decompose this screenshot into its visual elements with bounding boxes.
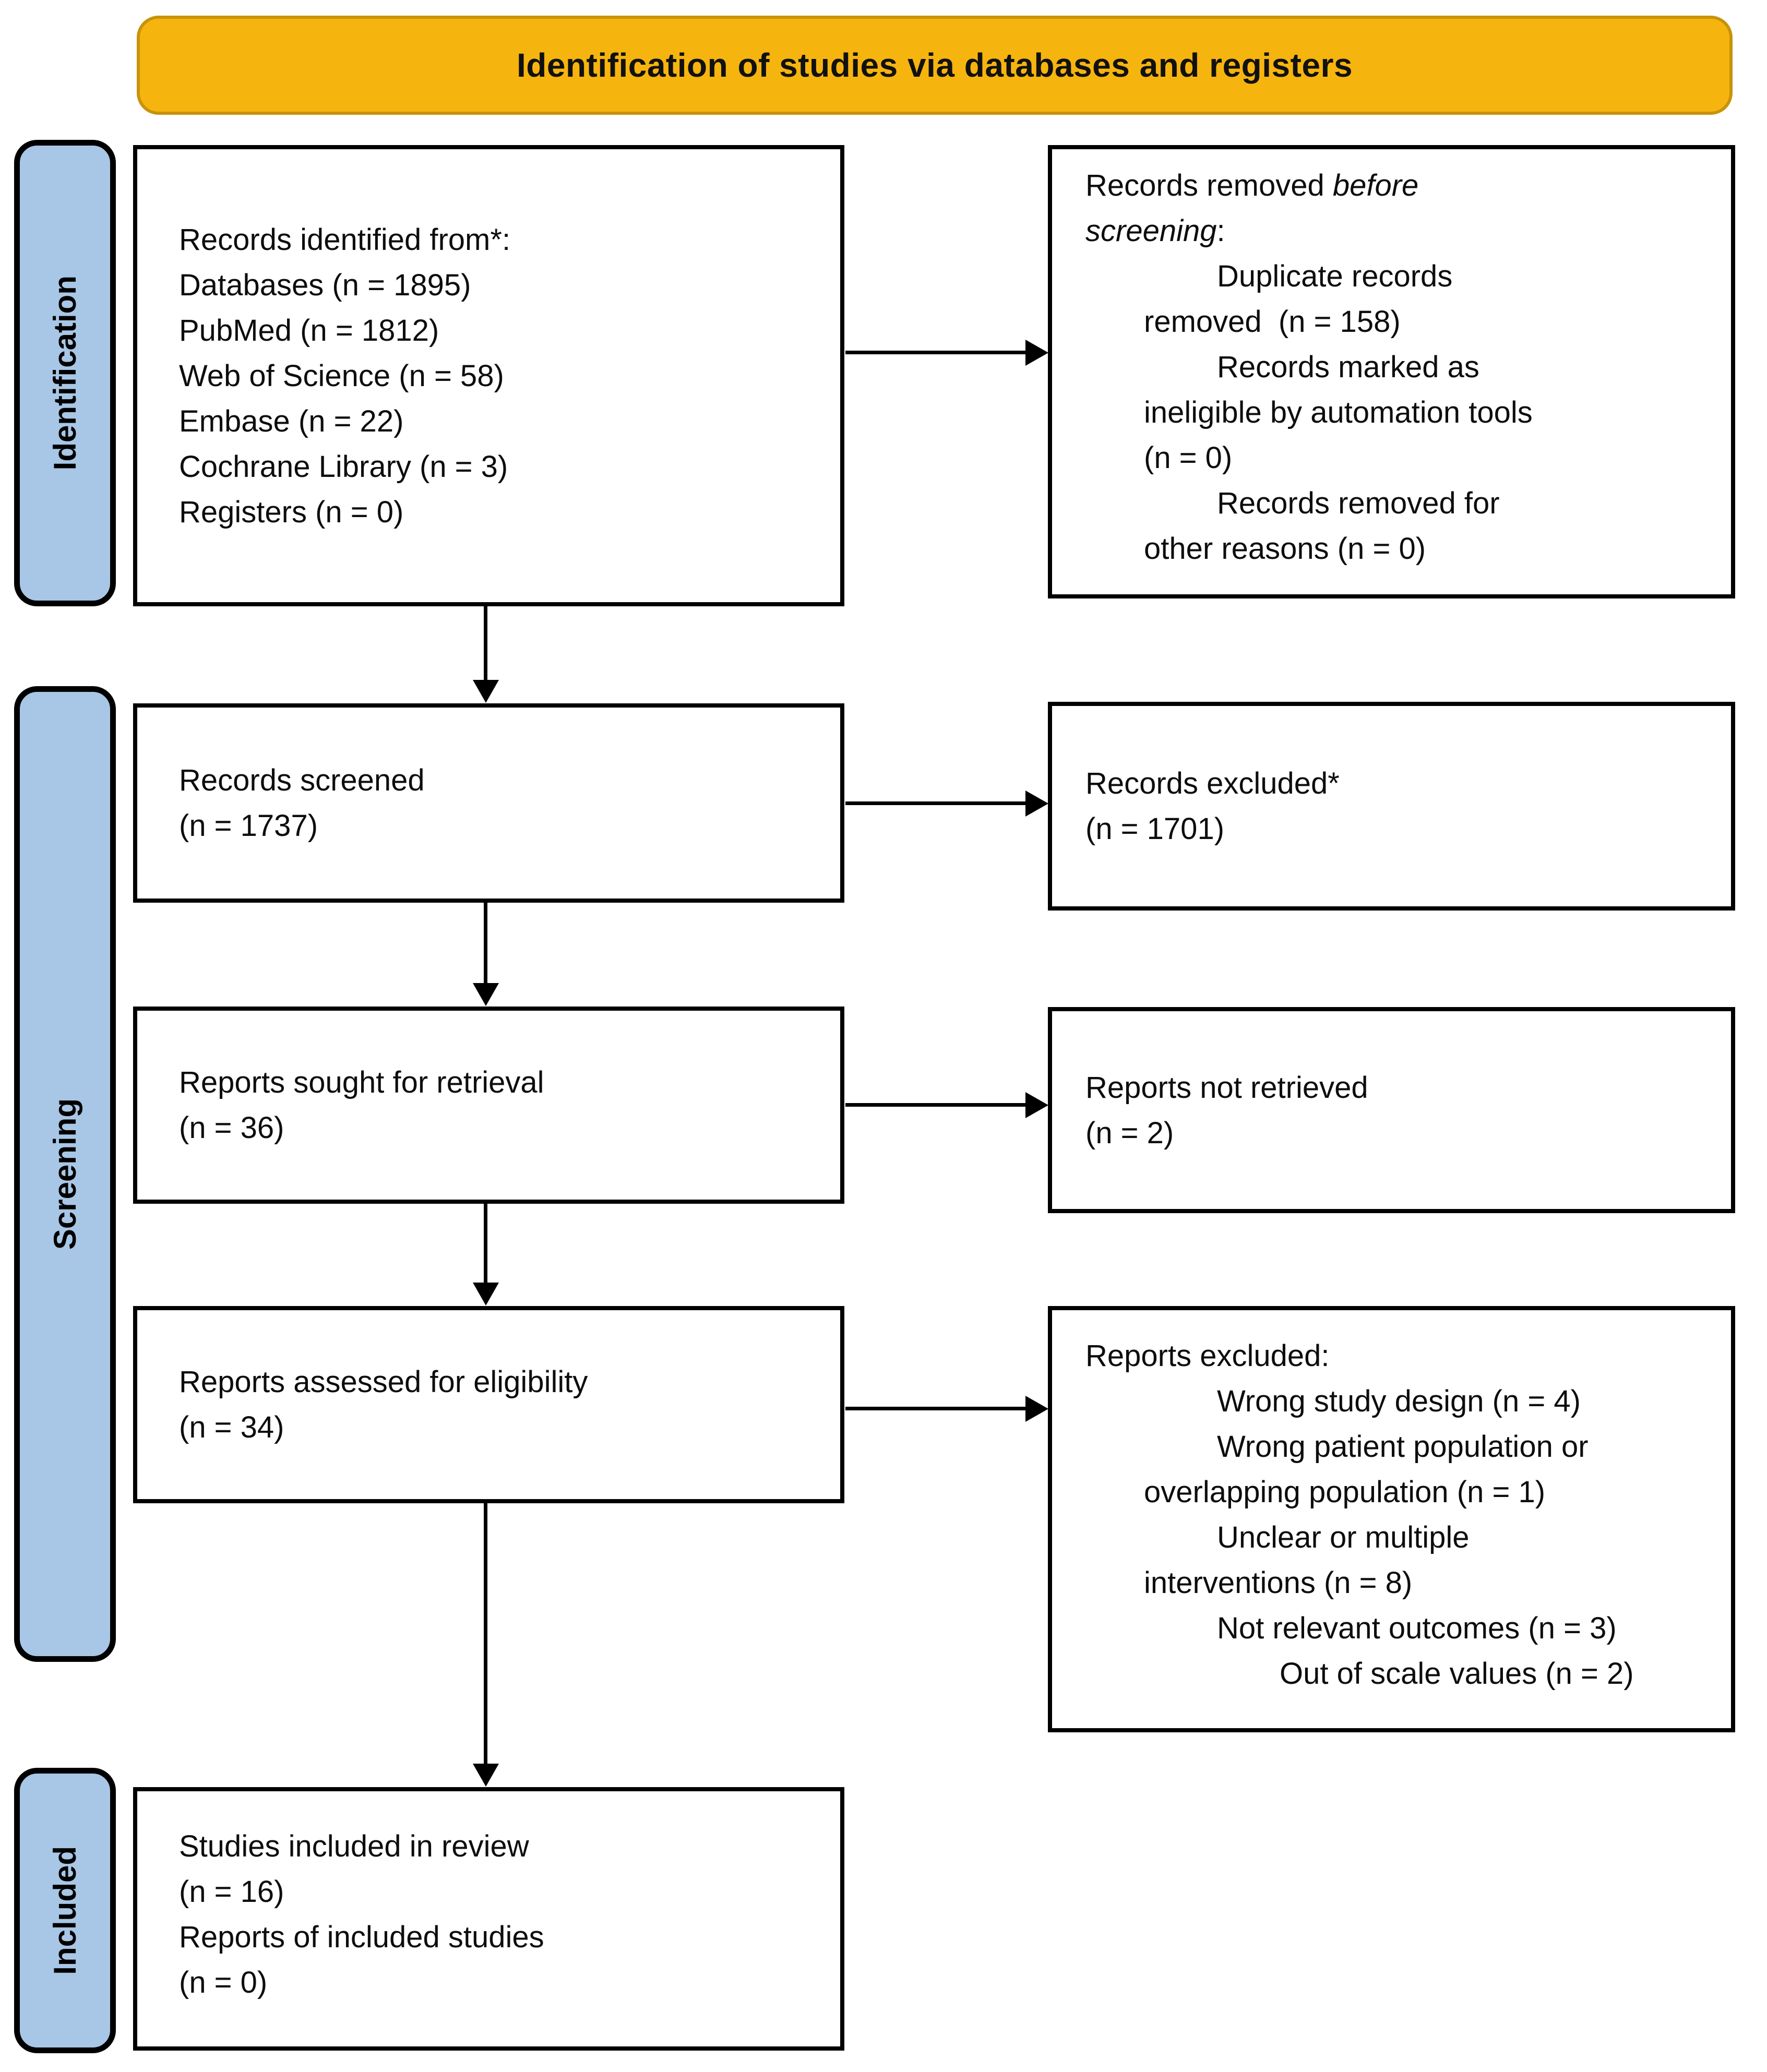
records-excluded-line: Records excluded* bbox=[1085, 766, 1340, 800]
records-screened-line: Records screened bbox=[179, 763, 425, 797]
studies-included-line: (n = 16) bbox=[179, 1875, 284, 1909]
records-identified-line: Databases (n = 1895) bbox=[179, 268, 471, 302]
records-removed-title-suffix: : bbox=[1216, 214, 1225, 248]
reports-sought-line: Reports sought for retrieval bbox=[179, 1065, 544, 1099]
reports-excluded-title: Reports excluded: bbox=[1085, 1339, 1330, 1373]
studies-included-line: Studies included in review bbox=[179, 1829, 529, 1863]
records-removed-title-italic: before bbox=[1332, 169, 1419, 202]
stage-screening: Screening bbox=[14, 686, 116, 1662]
records-removed-item: Records marked as ineligible by automati… bbox=[1144, 350, 1533, 475]
records-identified-line: Embase (n = 22) bbox=[179, 404, 404, 438]
arrow-sought-to-not-retrieved-icon bbox=[845, 1103, 1026, 1107]
arrow-identified-to-removed-icon bbox=[845, 351, 1026, 354]
stage-identification-label: Identification bbox=[47, 276, 82, 471]
header-title: Identification of studies via databases … bbox=[516, 46, 1353, 84]
records-identified-line: Registers (n = 0) bbox=[179, 495, 404, 529]
reports-assessed-line: (n = 34) bbox=[179, 1410, 284, 1444]
box-reports-not-retrieved: Reports not retrieved (n = 2) bbox=[1048, 1007, 1735, 1213]
arrow-screened-to-sought-icon bbox=[484, 903, 487, 984]
reports-assessed-line: Reports assessed for eligibility bbox=[179, 1365, 588, 1399]
box-studies-included: Studies included in review (n = 16) Repo… bbox=[133, 1787, 844, 2051]
box-records-removed-before-screening: Records removed before screening: Duplica… bbox=[1048, 145, 1735, 598]
box-reports-sought: Reports sought for retrieval (n = 36) bbox=[133, 1007, 844, 1204]
box-records-identified: Records identified from*: Databases (n =… bbox=[133, 145, 844, 606]
box-records-screened: Records screened (n = 1737) bbox=[133, 703, 844, 903]
reports-excluded-item: Unclear or multiple interventions (n = 8… bbox=[1144, 1520, 1470, 1600]
stage-included: Included bbox=[14, 1768, 116, 2053]
stage-included-label: Included bbox=[47, 1846, 82, 1975]
header-banner: Identification of studies via databases … bbox=[137, 16, 1733, 115]
reports-excluded-item: Out of scale values (n = 2) bbox=[1280, 1657, 1634, 1691]
records-removed-item: Records removed for other reasons (n = 0… bbox=[1144, 486, 1500, 566]
reports-not-retrieved-line: Reports not retrieved bbox=[1085, 1070, 1368, 1105]
stage-screening-label: Screening bbox=[47, 1098, 82, 1250]
arrow-screened-to-excluded-icon bbox=[845, 801, 1026, 805]
box-reports-assessed: Reports assessed for eligibility (n = 34… bbox=[133, 1306, 844, 1503]
stage-identification: Identification bbox=[14, 140, 116, 606]
studies-included-line: Reports of included studies bbox=[179, 1920, 544, 1954]
records-removed-title-prefix: Records removed bbox=[1085, 169, 1333, 202]
box-reports-excluded: Reports excluded: Wrong study design (n … bbox=[1048, 1306, 1735, 1732]
arrow-assessed-to-included-icon bbox=[484, 1503, 487, 1764]
reports-excluded-item: Wrong study design (n = 4) bbox=[1217, 1384, 1581, 1418]
reports-sought-line: (n = 36) bbox=[179, 1111, 284, 1145]
records-excluded-line: (n = 1701) bbox=[1085, 812, 1225, 846]
records-identified-line: Cochrane Library (n = 3) bbox=[179, 449, 508, 484]
records-removed-item: Duplicate records removed (n = 158) bbox=[1144, 259, 1453, 339]
records-identified-line: Web of Science (n = 58) bbox=[179, 358, 504, 393]
records-identified-line: PubMed (n = 1812) bbox=[179, 313, 439, 348]
box-records-excluded: Records excluded* (n = 1701) bbox=[1048, 702, 1735, 911]
records-removed-title-italic: screening bbox=[1085, 214, 1217, 248]
reports-excluded-item: Wrong patient population or overlapping … bbox=[1144, 1430, 1589, 1509]
arrow-identified-to-screened-icon bbox=[484, 606, 487, 680]
records-identified-line: Records identified from*: bbox=[179, 222, 511, 257]
arrow-assessed-to-reports-excluded-icon bbox=[845, 1407, 1026, 1410]
studies-included-line: (n = 0) bbox=[179, 1966, 268, 1999]
reports-excluded-item: Not relevant outcomes (n = 3) bbox=[1217, 1611, 1617, 1645]
reports-not-retrieved-line: (n = 2) bbox=[1085, 1116, 1174, 1150]
records-screened-line: (n = 1737) bbox=[179, 809, 318, 843]
records-removed-title: Records removed before screening: bbox=[1085, 163, 1717, 254]
arrow-sought-to-assessed-icon bbox=[484, 1204, 487, 1283]
